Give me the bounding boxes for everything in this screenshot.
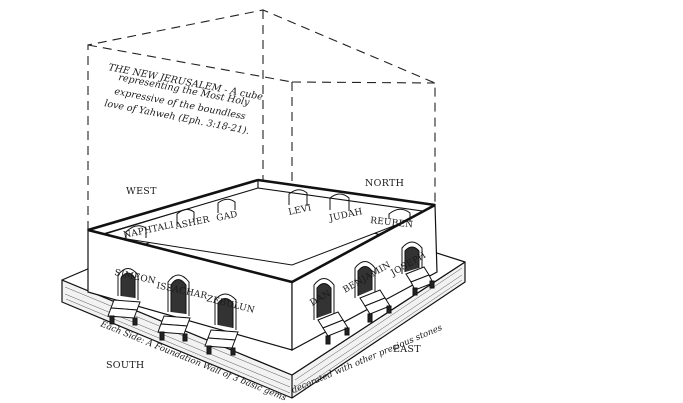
gate-opening-joseph [404, 246, 420, 272]
gate-opening-zebulun [217, 298, 234, 328]
gate-label-reuben: REUBEN [370, 216, 414, 230]
gate-label-levi: LEVI [288, 203, 313, 218]
gate-arch-levi [288, 189, 308, 206]
direction-east: EAST [393, 344, 421, 355]
gate-arch-asher [176, 208, 195, 226]
gate-arch-gad [217, 198, 236, 213]
gate-label-gad: GAD [216, 210, 239, 224]
front-gate-arches [117, 241, 423, 330]
gate-opening-simeon [120, 272, 136, 298]
steps-issachar [157, 315, 191, 342]
cube-top-right-edge [291, 81, 436, 84]
gate-arch-reuben [388, 208, 411, 222]
direction-west: WEST [126, 186, 157, 197]
cube-top-front-edge [87, 44, 293, 83]
steps-dan [317, 311, 350, 345]
steps-zebulun [204, 329, 239, 356]
steps-simeon [107, 299, 141, 326]
back-gate-arches [125, 189, 411, 241]
steps-benjamin [359, 289, 392, 323]
steps-joseph [405, 266, 435, 296]
wall-top-edge [87, 178, 436, 284]
direction-south: SOUTH [106, 360, 144, 371]
gate-arch-naphtali [125, 225, 147, 241]
gate-opening-issachar [170, 279, 187, 314]
gate-opening-benjamin [357, 266, 373, 296]
direction-north: NORTH [365, 178, 404, 189]
direction-labels: WEST NORTH SOUTH EAST [106, 178, 421, 371]
gate-opening-dan [316, 283, 332, 318]
gate-arch-judah [329, 193, 350, 211]
caption: THE NEW JERUSALEM - A cube representing … [103, 62, 264, 137]
gate-steps [107, 266, 435, 356]
